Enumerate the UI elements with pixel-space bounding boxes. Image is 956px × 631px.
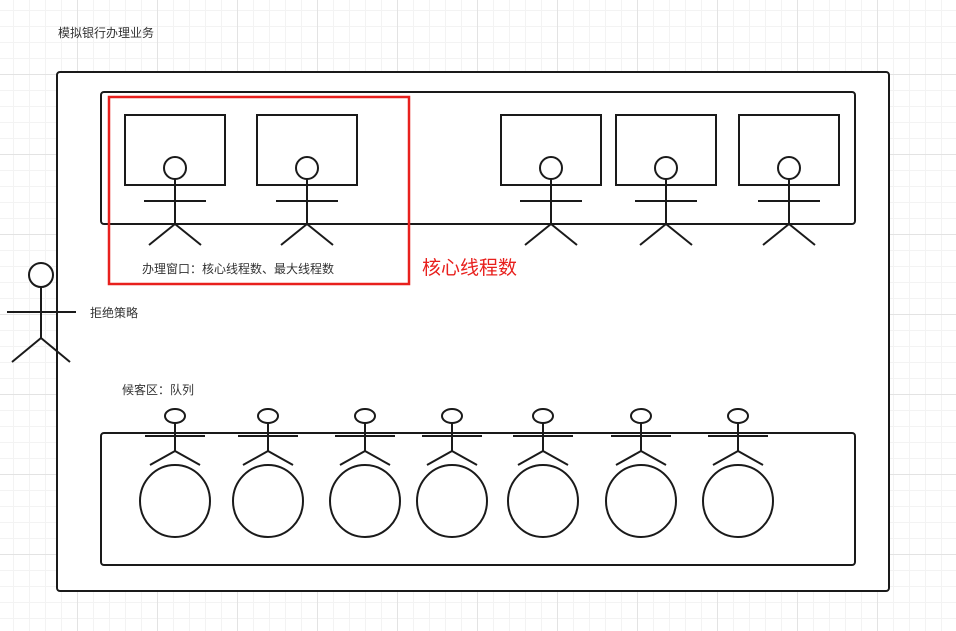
service-windows-label: 办理窗口：核心线程数、最大线程数 [142,261,334,276]
clerk-figures [144,156,820,246]
queued-customer-figure [145,408,205,466]
core-threads-highlight [107,95,411,286]
queued-customer-figure [513,408,573,466]
waiting-area-label: 候客区：队列 [122,382,194,397]
queued-customer-figure [335,408,395,466]
queued-customer-figure [422,408,482,466]
queued-customer-figure [238,408,298,466]
clerk-figure [520,156,582,246]
clerk-figure [758,156,820,246]
rejected-customer-figure [7,262,76,363]
clerk-figure [635,156,697,246]
clerk-figure [144,156,206,246]
core-threads-label: 核心线程数 [422,257,517,279]
clerk-figure [276,156,338,246]
waiting-seat [232,464,304,538]
queued-customer-figure [708,408,768,466]
diagram-title: 模拟银行办理业务 [58,25,154,40]
waiting-seat [507,464,579,538]
service-windows [124,114,840,186]
waiting-seats [139,464,774,538]
waiting-seat [416,464,488,538]
waiting-seat [329,464,401,538]
waiting-seat [139,464,211,538]
waiting-seat [702,464,774,538]
reject-policy-label: 拒绝策略 [90,305,138,320]
queue-customers [145,408,768,466]
queued-customer-figure [611,408,671,466]
waiting-seat [605,464,677,538]
